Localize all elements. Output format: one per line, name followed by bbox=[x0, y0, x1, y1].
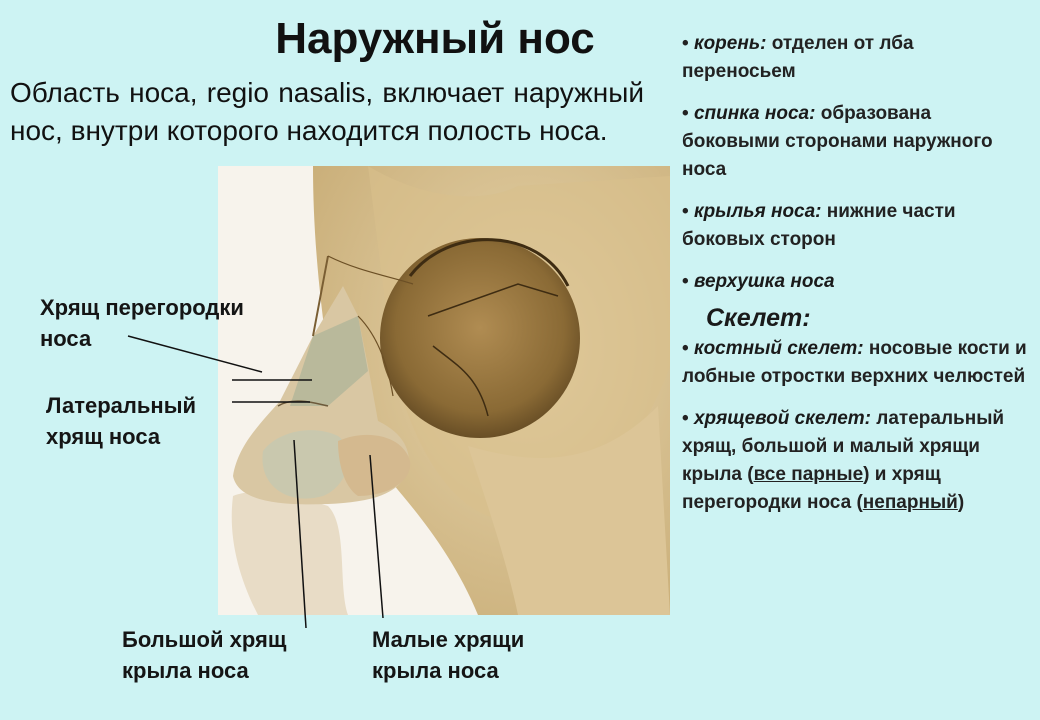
bullet-icon: • bbox=[682, 103, 689, 124]
paired-note: все парные bbox=[753, 464, 864, 485]
label-lateral-cartilage: Латеральный хрящ носа bbox=[46, 393, 197, 449]
note-cartilaginous-skeleton: • хрящевой скелет: латеральный хрящ, бол… bbox=[682, 408, 1005, 513]
note-bony-skeleton: • костный скелет: носовые кости и лобные… bbox=[682, 338, 1027, 387]
bullet-icon: • bbox=[682, 408, 689, 429]
page-title: Наружный нос bbox=[275, 14, 595, 63]
label-septal-cartilage: Хрящ перегородки носа bbox=[40, 295, 244, 351]
intro-text: Область носа, regio nasalis, включает на… bbox=[10, 77, 644, 146]
note-dorsum: • спинка носа: образована боковыми сторо… bbox=[682, 103, 993, 180]
label-minor-alar-cartilages: Малые хрящи крыла носа bbox=[372, 627, 525, 683]
label-major-alar-cartilage: Большой хрящ крыла носа bbox=[122, 627, 287, 683]
nose-anatomy-drawing bbox=[231, 166, 670, 615]
bullet-icon: • bbox=[682, 201, 689, 222]
skeleton-heading: Скелет: bbox=[706, 304, 811, 332]
skull-illustration bbox=[218, 166, 670, 615]
unpaired-note: непарный bbox=[862, 492, 958, 513]
bullet-icon: • bbox=[682, 338, 689, 359]
right-notes: • корень: отделен от лба переносьем • сп… bbox=[682, 30, 1032, 517]
bullet-icon: • bbox=[682, 33, 689, 54]
note-alae: • крылья носа: нижние части боковых стор… bbox=[682, 201, 956, 250]
note-apex: • верхушка носа bbox=[682, 271, 835, 292]
note-root: • корень: отделен от лба переносьем bbox=[682, 33, 914, 82]
bullet-icon: • bbox=[682, 271, 689, 292]
